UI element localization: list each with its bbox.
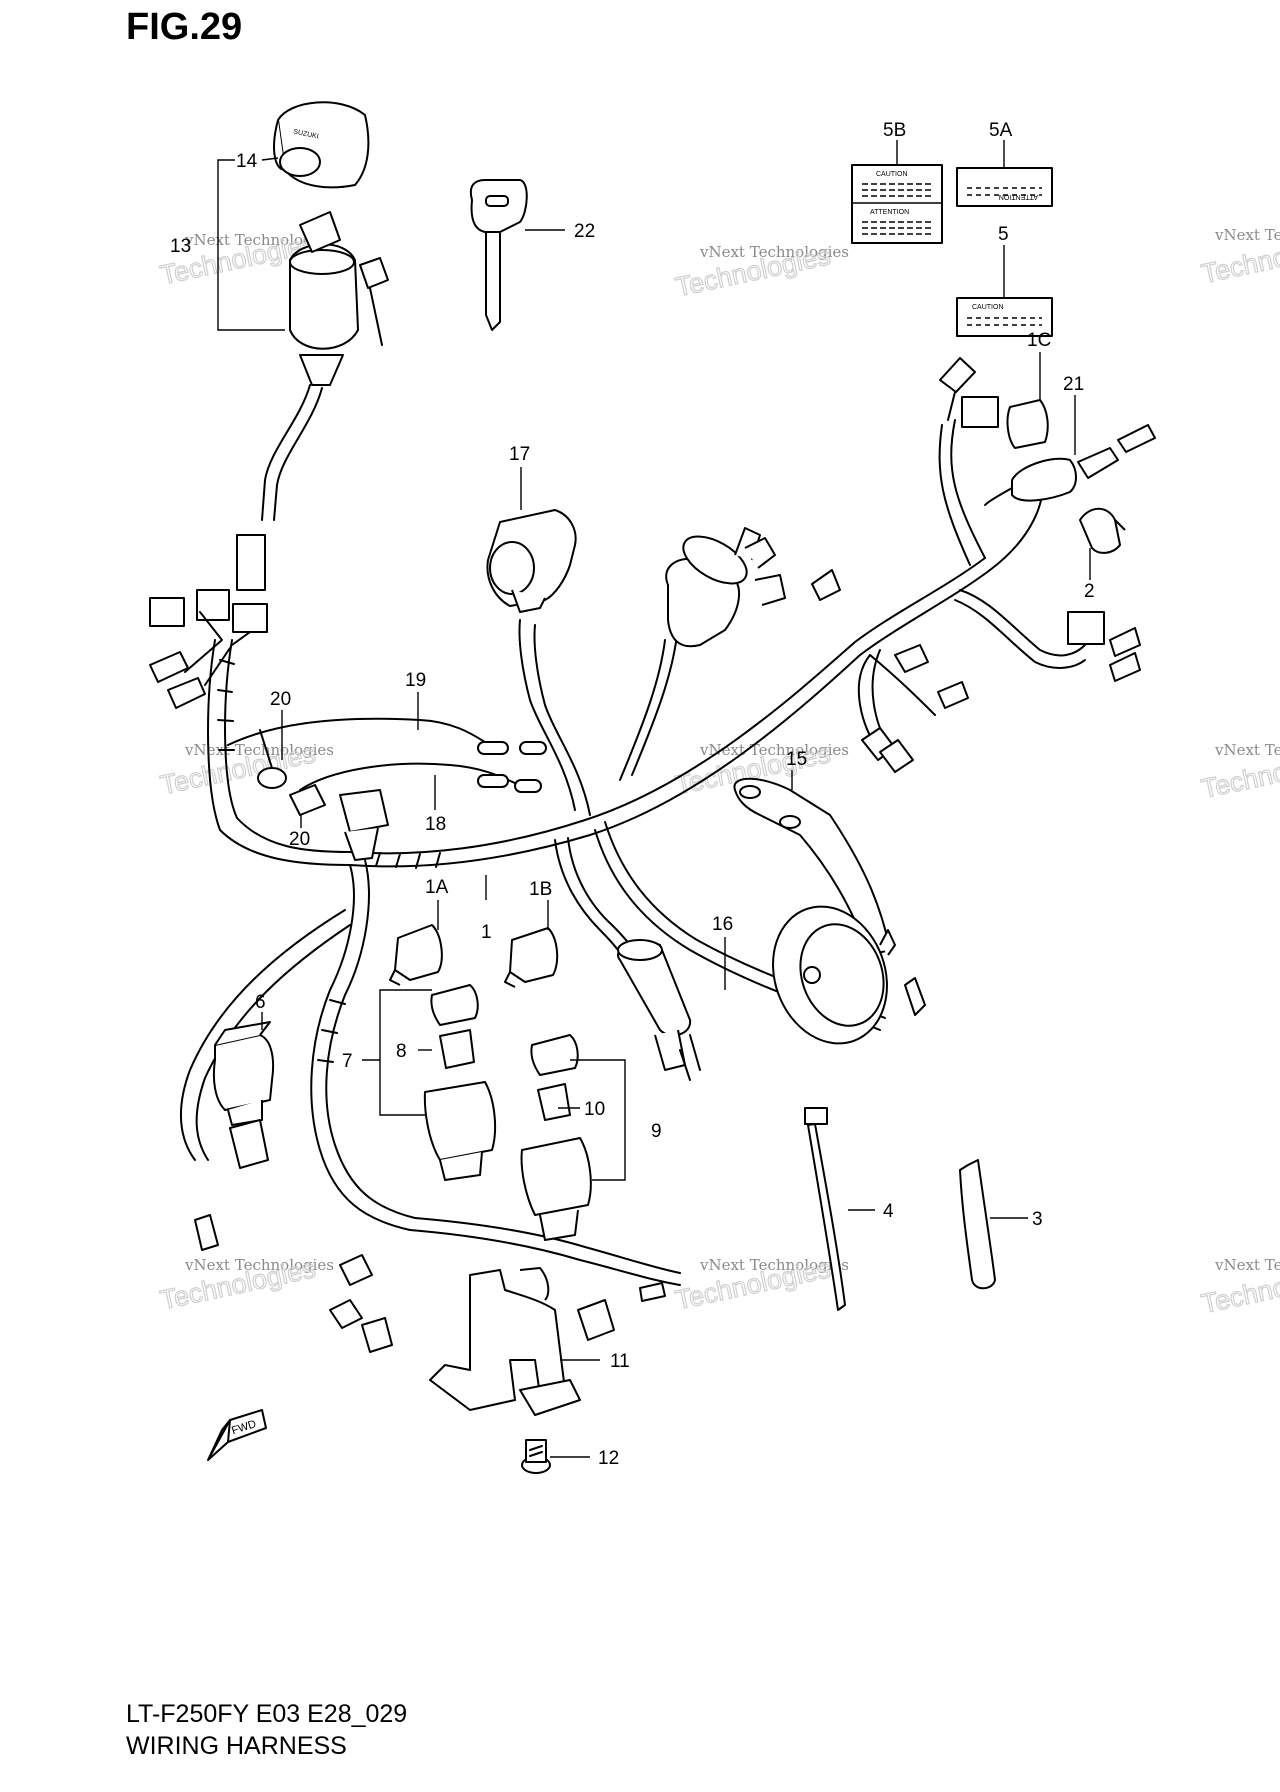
- callout-20-upper: 20: [270, 689, 291, 710]
- harness-bracket: [429, 1267, 581, 1416]
- callout-18: 18: [425, 814, 446, 835]
- ignition-coil-lower: [617, 939, 701, 1081]
- callout-3: 3: [1032, 1209, 1043, 1230]
- attention-text: ATTENTION: [999, 193, 1038, 200]
- callout-5: 5: [998, 224, 1009, 245]
- callout-20-lower: 20: [289, 829, 310, 850]
- connector-cover-1c: [1006, 399, 1049, 449]
- callout-17: 17: [509, 444, 530, 465]
- leader-lines: [217, 140, 1091, 1458]
- relay-6: [194, 1021, 275, 1251]
- callout-1a: 1A: [425, 877, 449, 898]
- caution-label-5: CAUTION: [956, 297, 1053, 337]
- watermark: vNext Technologies Technologies: [1198, 226, 1280, 290]
- callout-1b: 1B: [529, 879, 552, 900]
- ignition-switch: [289, 211, 389, 386]
- callout-1c: 1C: [1027, 330, 1051, 351]
- watermark-text: vNext Technologies: [1214, 226, 1280, 244]
- callout-7: 7: [342, 1051, 353, 1072]
- caution-label-5b: CAUTION ATTENTION: [851, 164, 943, 244]
- ignition-coil: [665, 527, 786, 648]
- watermark-text: vNext Technologies: [699, 243, 849, 261]
- watermark-text: vNext Technologies: [184, 231, 334, 249]
- watermark: vNext Technologies Technologies: [672, 1253, 849, 1316]
- lead-wire-terminals: [477, 741, 547, 793]
- callout-13: 13: [170, 236, 191, 257]
- caution-text: CAUTION: [972, 304, 1004, 311]
- band: [959, 1159, 996, 1290]
- watermark: vNext Technologies Technologies: [1198, 1256, 1280, 1320]
- key-cover: SUZUKI: [273, 101, 370, 189]
- watermark-group: vNext Technologies Technologies vNext Te…: [157, 226, 1280, 1320]
- fuse-holder-7: [423, 984, 497, 1181]
- callout-5b: 5B: [883, 120, 906, 141]
- watermark-text: vNext Technologies: [184, 1256, 334, 1274]
- watermark-text: vNext Technologies: [184, 741, 334, 759]
- watermark-text: vNext Technologies: [699, 741, 849, 759]
- wire-tap-connector: [984, 424, 1156, 506]
- callout-2: 2: [1084, 581, 1095, 602]
- connector-cap-1a: [389, 924, 443, 986]
- connector-cap-1b: [504, 927, 559, 988]
- callout-8: 8: [396, 1041, 407, 1062]
- figure-caption: WIRING HARNESS: [126, 1732, 347, 1760]
- callout-22: 22: [574, 221, 595, 242]
- watermark-text: vNext Technologies: [1214, 741, 1280, 759]
- cable-tie: [804, 1107, 846, 1311]
- attention-text: ATTENTION: [870, 209, 909, 216]
- connector-cluster-left: [149, 534, 268, 709]
- callout-4: 4: [883, 1201, 894, 1222]
- callout-15: 15: [786, 749, 807, 770]
- figure-title: FIG.29: [126, 6, 243, 48]
- clamp: [1079, 507, 1126, 554]
- callout-6: 6: [255, 992, 266, 1013]
- callout-9: 9: [651, 1121, 662, 1142]
- lower-connectors: [329, 1254, 666, 1353]
- callout-16: 16: [712, 914, 733, 935]
- caution-text: CAUTION: [876, 171, 908, 178]
- model-caption: LT-F250FY E03 E28_029: [126, 1700, 408, 1728]
- watermark: vNext Technologies Technologies: [157, 1253, 334, 1316]
- watermark: vNext Technologies Technologies: [1198, 741, 1280, 805]
- callout-11: 11: [610, 1351, 630, 1372]
- attention-label-5a: ATTENTION: [956, 167, 1053, 207]
- bolt: [521, 1439, 551, 1474]
- callout-5a: 5A: [989, 120, 1013, 141]
- horn: [772, 905, 926, 1045]
- forward-arrow: FWD: [207, 1409, 267, 1461]
- key: [469, 179, 528, 331]
- upper-right-connector: [939, 357, 999, 428]
- callout-19: 19: [405, 670, 426, 691]
- handlebar-switch: [486, 509, 577, 613]
- watermark-text: vNext Technologies: [699, 1256, 849, 1274]
- callout-14: 14: [236, 151, 258, 172]
- connector-group-right: [1067, 611, 1141, 682]
- callout-21: 21: [1063, 374, 1084, 395]
- main-harness: [179, 384, 1086, 1286]
- connector-group-center-right: [811, 569, 969, 773]
- watermark: vNext Technologies Technologies: [672, 240, 849, 303]
- terminal-cap-20: [257, 729, 326, 816]
- watermark-text: vNext Technologies: [1214, 1256, 1280, 1274]
- callout-12: 12: [598, 1448, 619, 1469]
- junction-connector: [339, 789, 389, 861]
- fuse-holder-9: [520, 1034, 592, 1241]
- callouts: 14 13 22 5B 5A 5 1C 21 2 17 19 20 18 20 …: [170, 120, 1095, 1469]
- callout-1: 1: [481, 922, 492, 943]
- callout-10: 10: [584, 1099, 605, 1120]
